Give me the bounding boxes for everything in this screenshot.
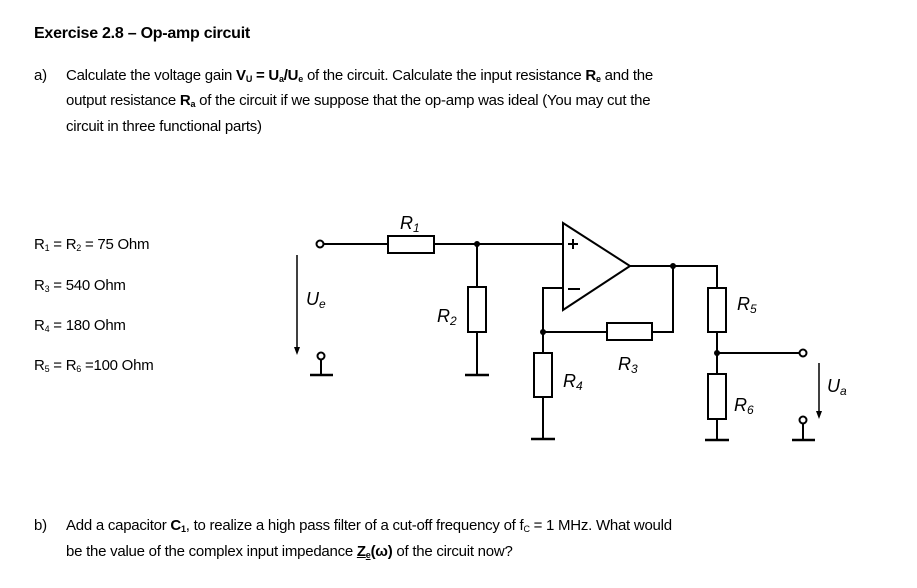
- output-terminal: [798, 348, 808, 358]
- label-r2: R2: [437, 306, 457, 328]
- value-r3: R3 = 540 Ohm: [34, 277, 126, 294]
- label-r3: R3: [618, 354, 638, 376]
- value-r1-r2: R1 = R2 = 75 Ohm: [34, 236, 150, 253]
- label-r4: R4: [563, 371, 583, 393]
- part-a-line-3: circuit in three functional parts): [66, 118, 262, 135]
- resistor-r1: [387, 235, 435, 254]
- input-terminal: [315, 239, 325, 249]
- resistor-r6: [707, 373, 727, 420]
- label-r1: R1: [400, 213, 420, 235]
- resistor-r3: [606, 322, 653, 341]
- resistor-r2: [467, 286, 487, 333]
- value-r5-r6: R5 = R6 =100 Ohm: [34, 357, 154, 374]
- resistor-r5: [707, 287, 727, 333]
- exercise-title: Exercise 2.8 – Op-amp circuit: [34, 25, 250, 42]
- part-b-marker: b): [34, 517, 47, 534]
- part-b-line-2: be the value of the complex input impeda…: [66, 543, 513, 560]
- part-a-line-1: Calculate the voltage gain VU = Ua/Ue of…: [66, 67, 653, 84]
- resistor-r4: [533, 352, 553, 398]
- label-r5: R5: [737, 294, 757, 316]
- label-ue: Ue: [306, 289, 326, 311]
- op-amp: [562, 221, 632, 312]
- label-ua: Ua: [827, 376, 847, 398]
- part-a-marker: a): [34, 67, 47, 84]
- part-b-line-1: Add a capacitor C1, to realize a high pa…: [66, 517, 672, 534]
- part-a-line-2: output resistance Ra of the circuit if w…: [66, 92, 651, 109]
- value-r4: R4 = 180 Ohm: [34, 317, 126, 334]
- minus-sign: [568, 288, 580, 290]
- label-r6: R6: [734, 395, 754, 417]
